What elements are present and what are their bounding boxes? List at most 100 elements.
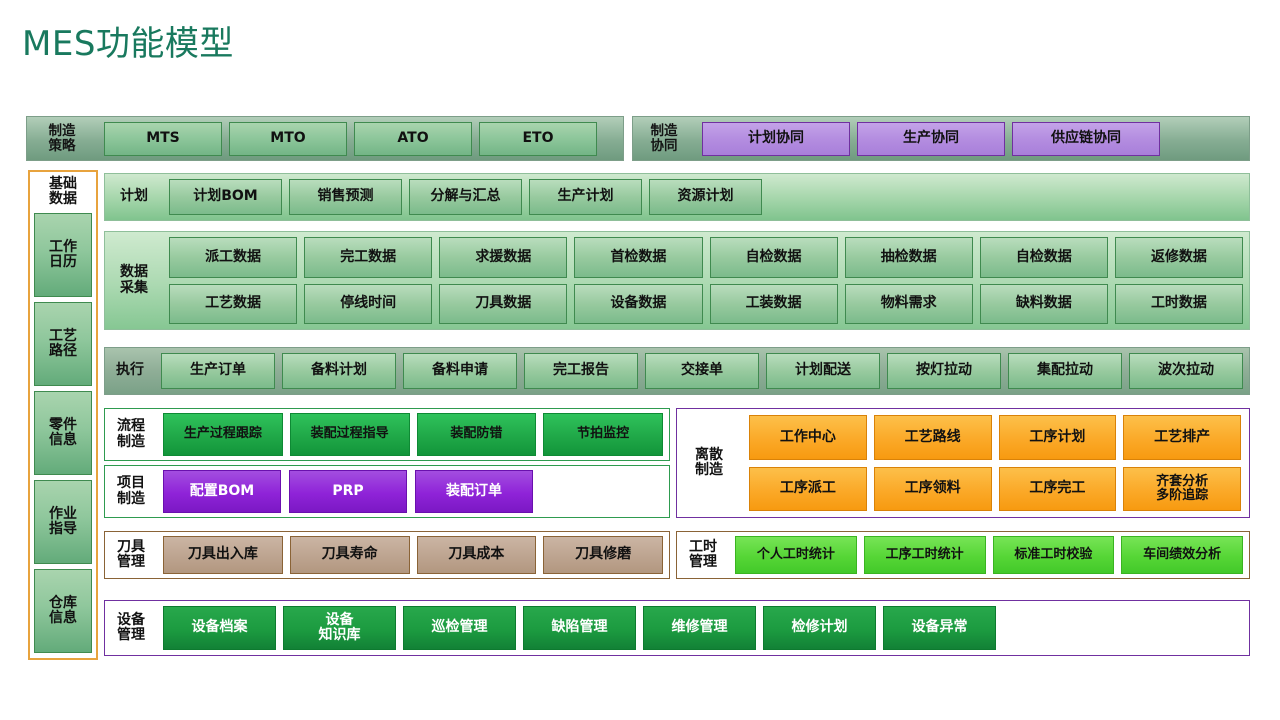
exec-chip-andon-pull[interactable]: 按灯拉动 [887,353,1001,389]
strategy-chip-mto[interactable]: MTO [229,121,347,156]
collaboration-chip-group: 计划协同 生产协同 供应链协同 [695,117,1167,160]
tool-chip-tool-life[interactable]: 刀具寿命 [289,536,410,574]
tool-chip-tool-cost[interactable]: 刀具成本 [416,536,537,574]
section-labor-hour-management-line-1: 个人工时统计 工序工时统计 标准工时校验 车间绩效分析 [735,536,1243,574]
process-chip-assembly-error-proofing[interactable]: 装配防错 [416,413,537,456]
section-discrete-manufacturing-label: 离散 制造 [695,446,723,478]
sidebar-item-work-calendar[interactable]: 工作 日历 [34,213,92,298]
equip-chip-defect-management[interactable]: 缺陷管理 [523,606,636,650]
tool-chip-tool-regrinding[interactable]: 刀具修磨 [543,536,663,574]
equip-chip-equipment-knowledge-base[interactable]: 设备 知识库 [283,606,396,650]
exec-chip-kitting-pull[interactable]: 集配拉动 [1008,353,1122,389]
section-process-manufacturing-body: 生产过程跟踪 装配过程指导 装配防错 节拍监控 [157,409,669,460]
discrete-chip-operation-dispatch[interactable]: 工序派工 [749,466,867,511]
project-chip-assembly-order[interactable]: 装配订单 [415,470,533,513]
section-process-manufacturing-line-1: 生产过程跟踪 装配过程指导 装配防错 节拍监控 [163,413,663,456]
plan-chip-sales-forecast[interactable]: 销售预测 [289,179,402,215]
section-plan-body: 计划BOM 销售预测 分解与汇总 生产计划 资源计划 [163,174,768,220]
section-data-collection-label: 数据 采集 [120,264,148,296]
tool-chip-tool-inout-storage[interactable]: 刀具出入库 [163,536,283,574]
collect-chip-process-data[interactable]: 工艺数据 [169,283,298,324]
plan-chip-resource-plan[interactable]: 资源计划 [649,179,762,215]
section-project-manufacturing-line-1: 配置BOM PRP 装配订单 [163,470,663,513]
exec-chip-planned-delivery[interactable]: 计划配送 [766,353,880,389]
equip-chip-equipment-archive[interactable]: 设备档案 [163,606,276,650]
manufacturing-strategy-band: 制造 策略 MTS MTO ATO ETO [26,116,624,161]
section-project-manufacturing: 项目 制造 配置BOM PRP 装配订单 [104,465,670,518]
sidebar-item-part-info[interactable]: 零件 信息 [34,391,92,476]
exec-chip-material-prep-request[interactable]: 备料申请 [403,353,517,389]
labor-chip-operation-hours-stats[interactable]: 工序工时统计 [863,536,986,574]
section-project-manufacturing-body: 配置BOM PRP 装配订单 [157,466,669,517]
exec-chip-completion-report[interactable]: 完工报告 [524,353,638,389]
discrete-chip-operation-plan[interactable]: 工序计划 [998,415,1117,460]
section-execution-body: 生产订单 备料计划 备料申请 完工报告 交接单 计划配送 按灯拉动 集配拉动 波… [155,348,1249,394]
collect-chip-sampling-inspection-data[interactable]: 抽检数据 [844,237,973,278]
process-chip-takt-monitoring[interactable]: 节拍监控 [543,413,663,456]
project-chip-prp[interactable]: PRP [289,470,407,513]
collab-chip-production[interactable]: 生产协同 [857,121,1005,156]
collect-chip-material-shortage-data[interactable]: 缺料数据 [979,283,1108,324]
strategy-chip-ato[interactable]: ATO [354,121,472,156]
manufacturing-collaboration-band: 制造 协同 计划协同 生产协同 供应链协同 [632,116,1250,161]
section-execution: 执行 生产订单 备料计划 备料申请 完工报告 交接单 计划配送 按灯拉动 集配拉… [104,347,1250,395]
strategy-chip-group: MTS MTO ATO ETO [97,117,623,160]
section-execution-line-1: 生产订单 备料计划 备料申请 完工报告 交接单 计划配送 按灯拉动 集配拉动 波… [161,353,1243,389]
collect-chip-first-inspection-data[interactable]: 首检数据 [574,237,703,278]
collab-chip-supply-chain[interactable]: 供应链协同 [1012,121,1160,156]
strategy-chip-eto[interactable]: ETO [479,121,597,156]
section-data-collection-body: 派工数据 完工数据 求援数据 首检数据 自检数据 抽检数据 自检数据 返修数据 … [163,232,1249,329]
section-labor-hour-management-label: 工时 管理 [689,538,717,570]
exec-chip-material-prep-plan[interactable]: 备料计划 [282,353,396,389]
discrete-chip-operation-material-issue[interactable]: 工序领料 [873,466,992,511]
equip-chip-equipment-abnormality[interactable]: 设备异常 [883,606,996,650]
collab-chip-plan[interactable]: 计划协同 [702,121,850,156]
collect-chip-self-inspection-data-2[interactable]: 自检数据 [979,237,1108,278]
discrete-chip-kitting-analysis[interactable]: 齐套分析 多阶追踪 [1123,466,1241,511]
collect-chip-dispatch-data[interactable]: 派工数据 [169,237,298,278]
collect-chip-material-demand[interactable]: 物料需求 [844,283,973,324]
section-labor-hour-management-body: 个人工时统计 工序工时统计 标准工时校验 车间绩效分析 [729,532,1249,578]
discrete-chip-operation-completion[interactable]: 工序完工 [998,466,1117,511]
plan-chip-plan-bom[interactable]: 计划BOM [169,179,282,215]
collect-chip-assistance-data[interactable]: 求援数据 [439,237,568,278]
strategy-chip-mts[interactable]: MTS [104,121,222,156]
discrete-chip-process-scheduling[interactable]: 工艺排产 [1123,415,1241,460]
collect-chip-equipment-data[interactable]: 设备数据 [574,283,703,324]
plan-chip-production-plan[interactable]: 生产计划 [529,179,642,215]
collect-chip-completion-data[interactable]: 完工数据 [304,237,433,278]
collect-chip-tooling-data[interactable]: 工装数据 [709,283,838,324]
labor-chip-standard-hours-verification[interactable]: 标准工时校验 [992,536,1115,574]
section-equipment-management-label: 设备 管理 [117,611,145,643]
project-chip-config-bom[interactable]: 配置BOM [163,470,281,513]
section-data-collection-line-2: 工艺数据 停线时间 刀具数据 设备数据 工装数据 物料需求 缺料数据 工时数据 [169,283,1243,324]
discrete-chip-process-route[interactable]: 工艺路线 [873,415,992,460]
process-chip-production-tracking[interactable]: 生产过程跟踪 [163,413,283,456]
section-tool-management-body: 刀具出入库 刀具寿命 刀具成本 刀具修磨 [157,532,669,578]
collect-chip-rework-data[interactable]: 返修数据 [1114,237,1243,278]
labor-chip-workshop-performance-analysis[interactable]: 车间绩效分析 [1121,536,1243,574]
strategy-band-label: 制造 策略 [48,122,76,154]
sidebar-item-process-route[interactable]: 工艺 路径 [34,302,92,387]
equip-chip-overhaul-plan[interactable]: 检修计划 [763,606,876,650]
sidebar-item-work-instruction[interactable]: 作业 指导 [34,480,92,565]
collect-chip-labor-hour-data[interactable]: 工时数据 [1114,283,1243,324]
section-equipment-management-line-1: 设备档案 设备 知识库 巡检管理 缺陷管理 维修管理 检修计划 设备异常 [163,606,996,650]
equip-chip-inspection-management[interactable]: 巡检管理 [403,606,516,650]
collect-chip-tool-data[interactable]: 刀具数据 [439,283,568,324]
collect-chip-self-inspection-data[interactable]: 自检数据 [709,237,838,278]
section-plan-line-1: 计划BOM 销售预测 分解与汇总 生产计划 资源计划 [169,179,762,215]
plan-chip-decompose-aggregate[interactable]: 分解与汇总 [409,179,522,215]
exec-chip-wave-pull[interactable]: 波次拉动 [1129,353,1243,389]
section-discrete-manufacturing-line-1: 工作中心 工艺路线 工序计划 工艺排产 [749,415,1241,460]
discrete-chip-work-center[interactable]: 工作中心 [749,415,867,460]
labor-chip-personal-hours-stats[interactable]: 个人工时统计 [735,536,857,574]
section-plan-label: 计划 [120,188,148,205]
collect-chip-line-stop-time[interactable]: 停线时间 [304,283,433,324]
exec-chip-handover-note[interactable]: 交接单 [645,353,759,389]
exec-chip-production-order[interactable]: 生产订单 [161,353,275,389]
section-data-collection: 数据 采集 派工数据 完工数据 求援数据 首检数据 自检数据 抽检数据 自检数据… [104,231,1250,330]
equip-chip-repair-management[interactable]: 维修管理 [643,606,756,650]
process-chip-assembly-guidance[interactable]: 装配过程指导 [289,413,410,456]
sidebar-item-warehouse-info[interactable]: 仓库 信息 [34,569,92,653]
